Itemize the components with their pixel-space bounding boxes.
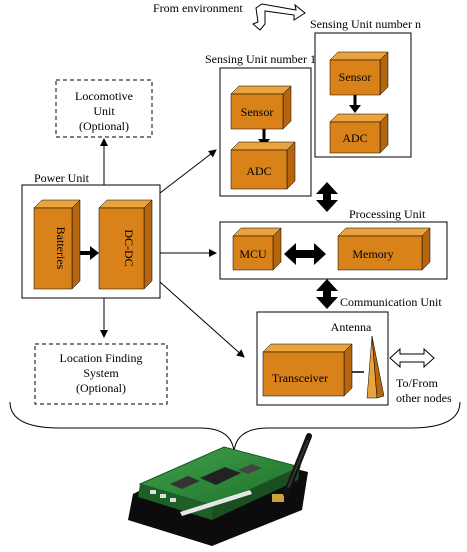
location-finding-box: [34, 343, 168, 405]
processing-communication-double-arrow: [316, 279, 338, 309]
location-line3: (Optional): [76, 381, 126, 395]
batteries-to-dcdc-arrow: [80, 246, 99, 260]
locomotive-line1: Locomotive: [75, 89, 133, 103]
adc-n-label: ADC: [342, 131, 367, 145]
grouping-brace: [9, 401, 461, 453]
adc-n-block: ADC: [329, 113, 389, 154]
from-environment-label: From environment: [153, 1, 243, 15]
to-from-hollow-double-arrow: [389, 347, 435, 369]
sensing-unit-1-title: Sensing Unit number 1: [205, 52, 316, 66]
antenna-label: Antenna: [331, 320, 372, 334]
batteries-block: Batteries: [33, 199, 81, 290]
memory-block: Memory: [337, 227, 431, 271]
location-line1: Location Finding: [60, 351, 143, 365]
locomotive-line2: Unit: [93, 104, 115, 118]
sensing-processing-double-arrow: [316, 182, 338, 212]
antenna-icon: [366, 335, 385, 399]
sensor-n-label: Sensor: [339, 70, 372, 84]
mcu-label: MCU: [239, 247, 267, 261]
sensing-unit-n-title: Sensing Unit number n: [310, 17, 421, 31]
dcdc-block: DC-DC: [98, 199, 153, 290]
memory-label: Memory: [352, 247, 393, 261]
sensor-1-label: Sensor: [241, 105, 274, 119]
mcu-memory-double-arrow: [284, 243, 326, 265]
locomotive-unit-box: [55, 79, 153, 138]
transceiver-block: Transceiver: [262, 343, 353, 397]
adc-1-label: ADC: [246, 164, 271, 178]
sensor-n-block: Sensor: [329, 51, 389, 96]
location-line2: System: [83, 366, 119, 380]
sensor-1-block: Sensor: [230, 85, 292, 130]
environment-arrow-icon: [252, 3, 306, 31]
batteries-label: Batteries: [54, 227, 68, 270]
dcdc-label: DC-DC: [122, 229, 136, 266]
sensor-to-adc-n-arrow: [349, 95, 361, 113]
adc-1-block: ADC: [230, 141, 296, 190]
to-from-line2: other nodes: [396, 391, 452, 405]
power-to-sensing-arrow: [159, 149, 217, 194]
processing-unit-title: Processing Unit: [349, 207, 426, 221]
sensor-node-board-icon: [128, 433, 312, 546]
mcu-block: MCU: [232, 227, 282, 271]
transceiver-label: Transceiver: [272, 371, 328, 385]
to-from-line1: To/From: [396, 376, 438, 390]
locomotive-line3: (Optional): [79, 119, 129, 133]
power-to-communication-arrow: [159, 281, 245, 358]
power-unit-title: Power Unit: [34, 171, 90, 185]
communication-unit-title: Communication Unit: [340, 295, 442, 309]
